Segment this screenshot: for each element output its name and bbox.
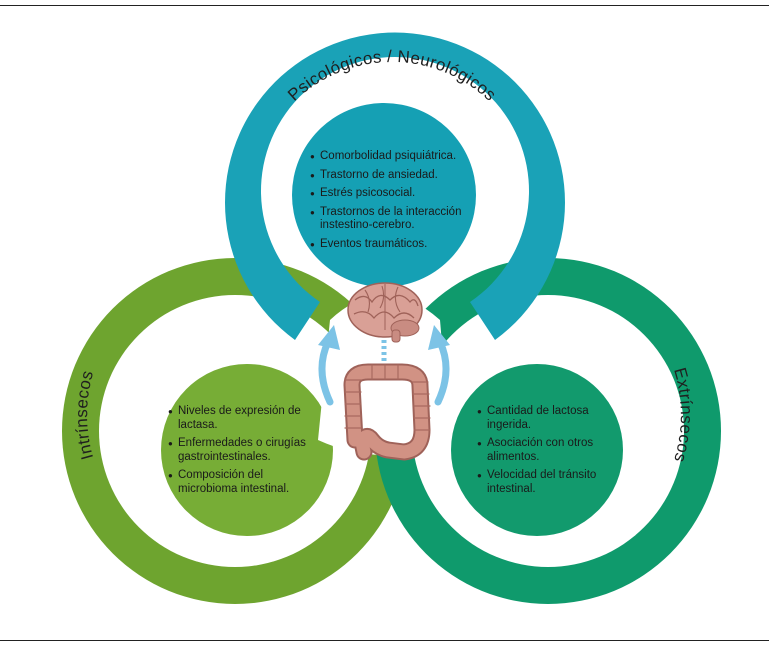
intrinsic-item: Composición del microbioma intestinal. <box>168 469 310 496</box>
arrow-left <box>318 325 340 406</box>
psych-item: Comorbolidad psiquiátrica. <box>310 150 470 164</box>
psych-item: Eventos traumáticos. <box>310 238 470 252</box>
intrinsic-item: Niveles de expresión de lactasa. <box>168 405 310 432</box>
extrinsic-item: Cantidad de lactosa ingerida. <box>477 405 605 432</box>
psych-item: Trastorno de ansiedad. <box>310 169 470 183</box>
psych-item: Estrés psicosocial. <box>310 187 470 201</box>
extrinsic-item: Velocidad del tránsito intestinal. <box>477 469 605 496</box>
intestine-icon <box>343 363 431 461</box>
intrinsic-item: Enfermedades o cirugías gastrointestinal… <box>168 437 310 464</box>
arrow-right <box>428 325 450 406</box>
top-rule <box>0 5 769 6</box>
psych-item: Trastornos de la interacción instestino-… <box>310 206 470 233</box>
psych-list: Comorbolidad psiquiátrica. Trastorno de … <box>310 150 470 256</box>
brain-icon <box>347 282 423 343</box>
bottom-rule <box>0 640 769 641</box>
extrinsic-list: Cantidad de lactosa ingerida. Asociación… <box>477 405 605 501</box>
extrinsic-item: Asociación con otros alimentos. <box>477 437 605 464</box>
intrinsic-list: Niveles de expresión de lactasa. Enferme… <box>168 405 310 501</box>
